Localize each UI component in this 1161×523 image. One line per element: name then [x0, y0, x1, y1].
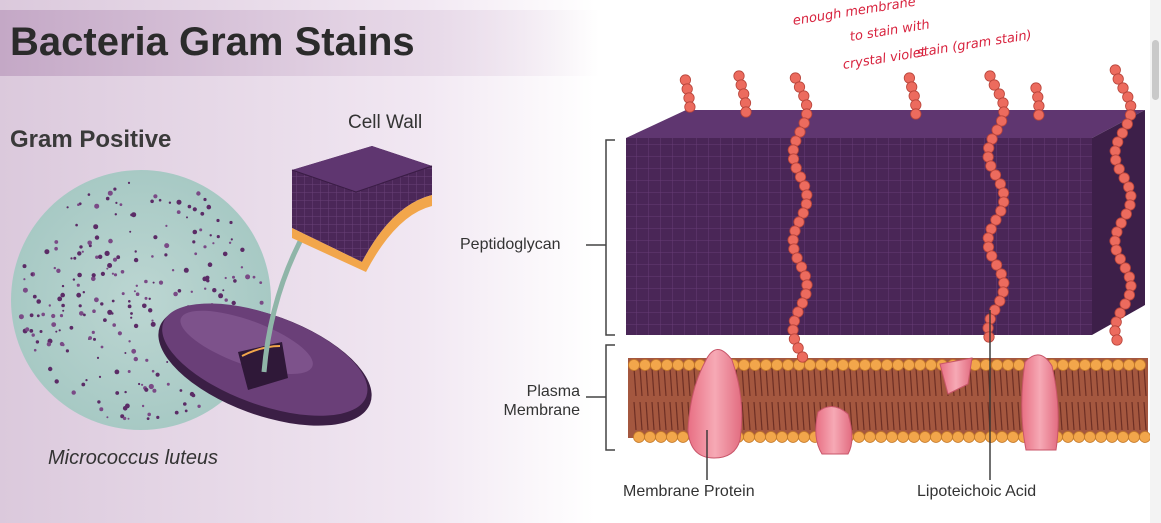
- bacterium-illustration: [158, 187, 372, 426]
- species-label: Micrococcus luteus: [48, 447, 219, 469]
- lipoteichoic-acid-strands: [679, 64, 1137, 363]
- pointer-lines: [706, 310, 991, 480]
- membrane-protein-label: Membrane Protein: [623, 483, 755, 500]
- lipoteichoic-acid-label: Lipoteichoic Acid: [917, 483, 1037, 500]
- scrollbar-thumb[interactable]: [1152, 40, 1159, 100]
- page-title: Bacteria Gram Stains: [10, 20, 415, 64]
- cell-wall-slab: [291, 146, 433, 272]
- vertical-scrollbar[interactable]: [1150, 0, 1161, 523]
- membrane-proteins: [687, 349, 1059, 459]
- peptidoglycan-block: [626, 110, 1145, 335]
- gram-positive-heading: Gram Positive: [10, 126, 172, 153]
- cell-wall-label: Cell Wall: [348, 112, 423, 133]
- bracket-lines: [586, 139, 615, 451]
- title-band: [0, 10, 600, 76]
- plasma-membrane-label: Plasma Membrane: [503, 383, 580, 419]
- peptidoglycan-label: Peptidoglycan: [460, 236, 561, 253]
